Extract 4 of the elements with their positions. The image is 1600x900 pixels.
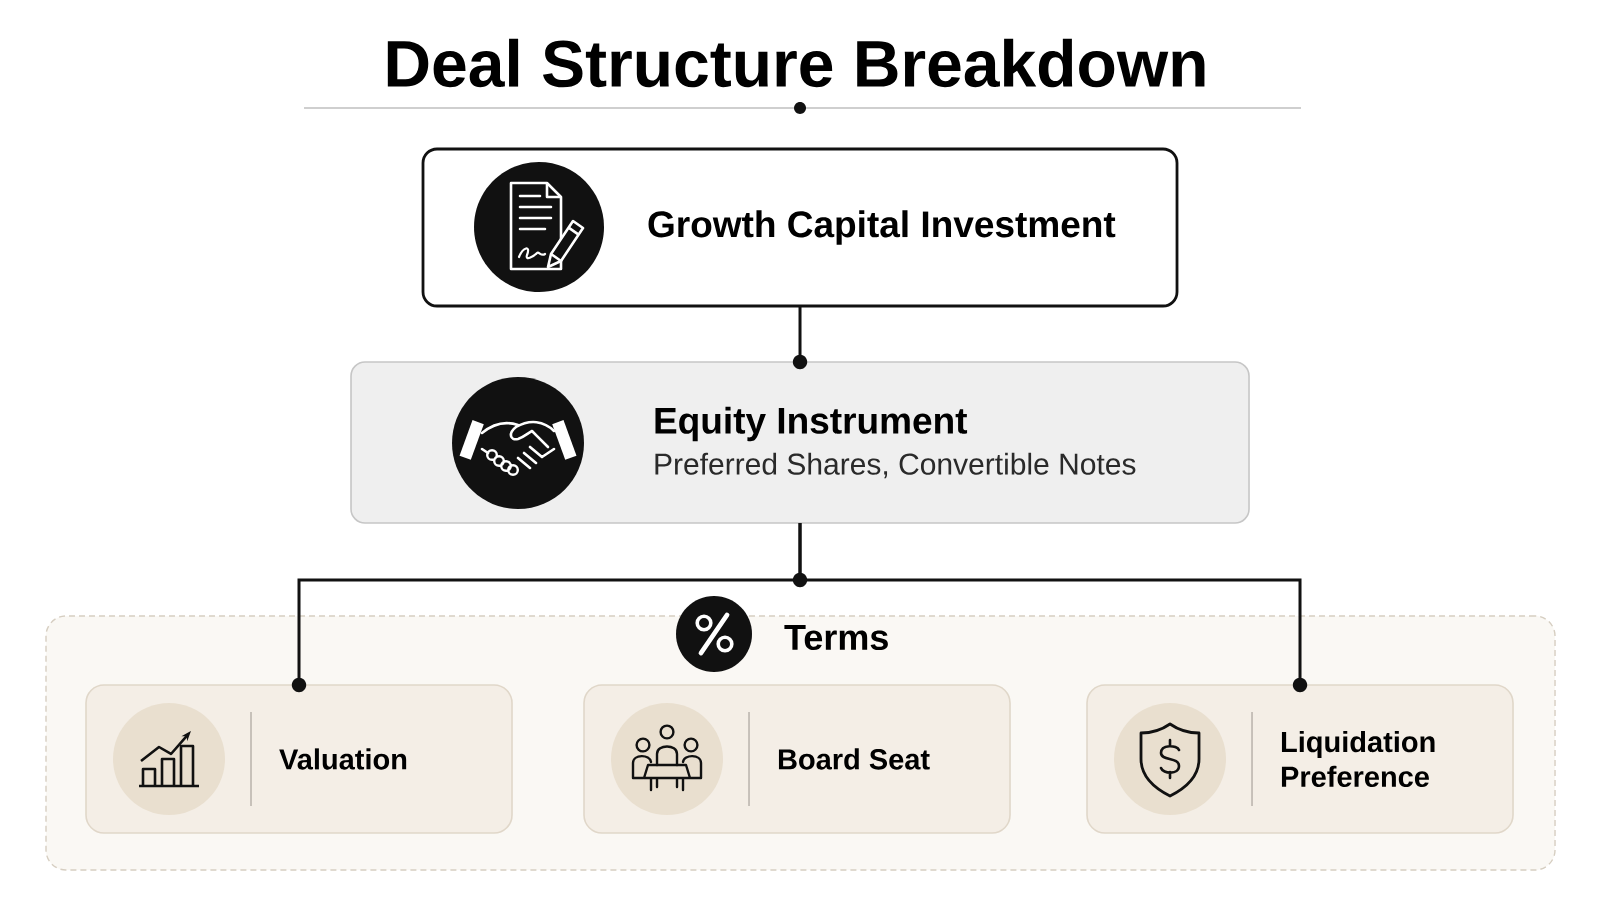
connector-line [792, 306, 808, 370]
title: Deal Structure Breakdown [387, 38, 1205, 88]
connector-line [798, 523, 1308, 693]
process-box: Equity Instrument Preferred Shares, Convertible Notes [350, 361, 1250, 524]
